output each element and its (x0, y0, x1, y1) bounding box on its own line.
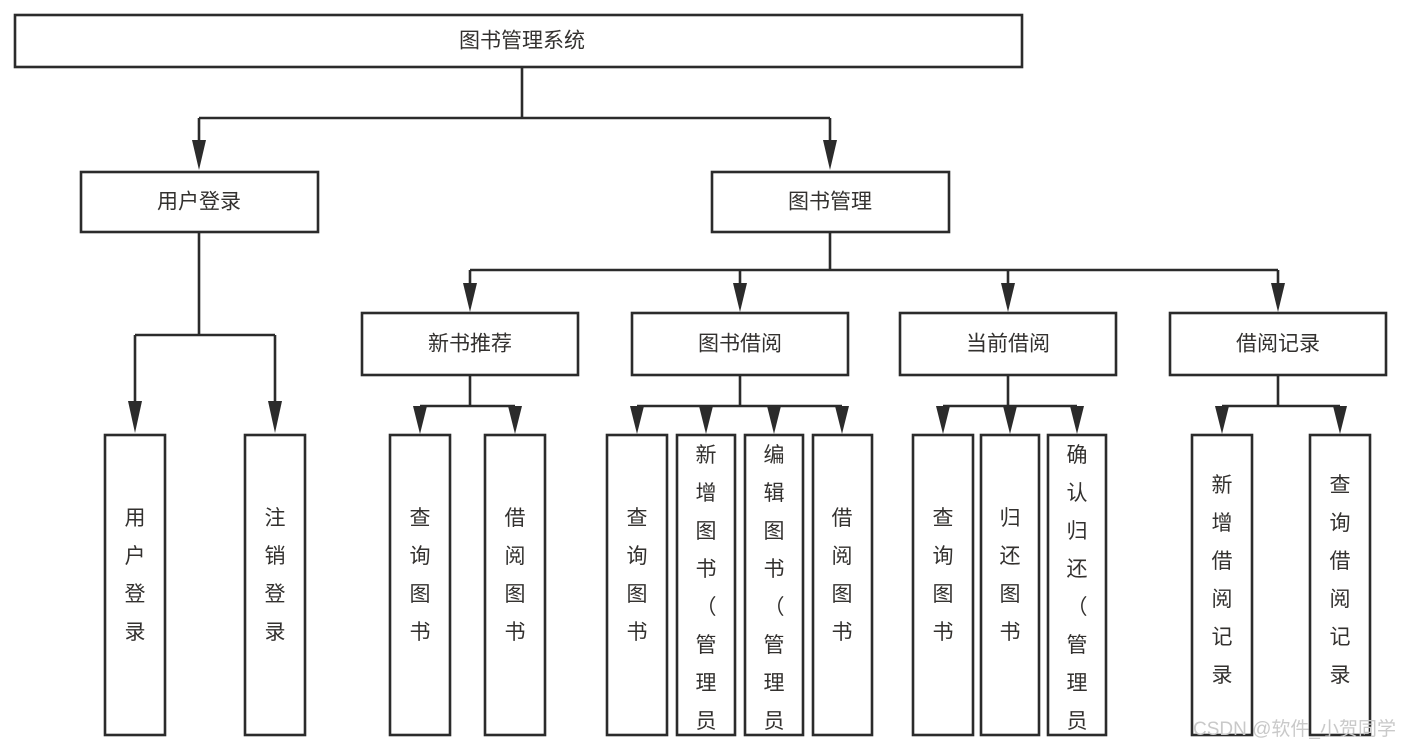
leaf-borrow-add-book[interactable]: 新增图书（管理员） (675, 433, 737, 747)
arrowhead-book-mgmt-to-new-book (463, 283, 477, 312)
leaf-user-login-signout[interactable]: 注销登录 (243, 433, 307, 737)
arrowhead-borrow-to-leaf-4 (835, 406, 849, 434)
leaf-current-return[interactable]: 归还图书 (979, 433, 1041, 737)
arrowhead-book-mgmt-to-borrow (733, 283, 747, 312)
leaf-borrow-add-book-label: 新增图书（管理员） (696, 444, 717, 747)
connector-layer (128, 68, 1347, 434)
node-root[interactable]: 图书管理系统 (13, 13, 1024, 69)
arrowhead-new-book-to-leaf-1 (413, 406, 427, 434)
node-book-borrow[interactable]: 图书借阅 (630, 311, 850, 377)
leaf-user-login-signin[interactable]: 用户登录 (103, 433, 167, 737)
leaf-new-book-query-box[interactable] (388, 433, 452, 737)
leaf-borrow-query-box[interactable] (605, 433, 669, 737)
arrowhead-borrow-to-leaf-3 (767, 406, 781, 434)
arrowhead-current-to-leaf-1 (936, 406, 950, 434)
arrowhead-user-login-to-leaf-1 (128, 401, 142, 433)
leaf-borrow-query[interactable]: 查询图书 (605, 433, 669, 737)
node-borrow-record-box[interactable] (1168, 311, 1388, 377)
node-new-book-recommend-label: 新书推荐 (428, 333, 512, 356)
leaf-user-login-signin-label: 用户登录 (125, 507, 146, 644)
leaf-record-add-label: 新增借阅记录 (1212, 474, 1233, 687)
leaf-current-query-box[interactable] (911, 433, 975, 737)
leaf-borrow-edit-book-label: 编辑图书（管理员） (764, 444, 785, 747)
node-root-label: 图书管理系统 (459, 30, 585, 53)
leaf-new-book-query[interactable]: 查询图书 (388, 433, 452, 737)
leaf-current-query[interactable]: 查询图书 (911, 433, 975, 737)
leaf-new-book-borrow-box[interactable] (483, 433, 547, 737)
node-book-management-label: 图书管理 (788, 191, 872, 214)
arrowhead-book-mgmt-to-current (1001, 283, 1015, 312)
node-current-borrow-label: 当前借阅 (966, 333, 1050, 356)
leaf-borrow-query-label: 查询图书 (627, 507, 648, 644)
node-book-management[interactable]: 图书管理 (710, 170, 951, 234)
node-book-management-box[interactable] (710, 170, 951, 234)
arrowhead-record-to-leaf-1 (1215, 406, 1229, 434)
node-user-login-box[interactable] (79, 170, 320, 234)
node-new-book-recommend[interactable]: 新书推荐 (360, 311, 580, 377)
leaf-record-add-box[interactable] (1190, 433, 1254, 737)
arrowhead-root-to-user-login (192, 140, 206, 170)
leaf-current-query-label: 查询图书 (933, 507, 954, 644)
arrowhead-borrow-to-leaf-1 (630, 406, 644, 434)
leaf-record-query[interactable]: 查询借阅记录 (1308, 433, 1372, 737)
leaf-borrow-edit-book[interactable]: 编辑图书（管理员） (743, 433, 805, 747)
leaf-record-query-box[interactable] (1308, 433, 1372, 737)
node-current-borrow-box[interactable] (898, 311, 1118, 377)
leaf-user-login-signin-box[interactable] (103, 433, 167, 737)
leaf-borrow-add-book-box[interactable] (675, 433, 737, 737)
leaf-new-book-query-label: 查询图书 (410, 507, 431, 644)
node-book-borrow-label: 图书借阅 (698, 333, 782, 356)
node-user-login-label: 用户登录 (157, 191, 241, 214)
leaf-new-book-borrow-label: 借阅图书 (505, 507, 526, 644)
arrowhead-current-to-leaf-3 (1070, 406, 1084, 434)
node-user-login[interactable]: 用户登录 (79, 170, 320, 234)
leaf-user-login-signout-label: 注销登录 (265, 507, 286, 644)
leaf-current-return-box[interactable] (979, 433, 1041, 737)
arrowhead-record-to-leaf-2 (1333, 406, 1347, 434)
node-new-book-recommend-box[interactable] (360, 311, 580, 377)
leaf-record-add[interactable]: 新增借阅记录 (1190, 433, 1254, 737)
node-borrow-record[interactable]: 借阅记录 (1168, 311, 1388, 377)
node-book-borrow-box[interactable] (630, 311, 850, 377)
leaf-current-return-label: 归还图书 (1000, 507, 1021, 644)
leaf-borrow-borrow-book-label: 借阅图书 (832, 507, 853, 644)
leaf-new-book-borrow[interactable]: 借阅图书 (483, 433, 547, 737)
node-root-box[interactable] (13, 13, 1024, 69)
arrowhead-root-to-book-mgmt (823, 140, 837, 170)
leaf-current-confirm-return[interactable]: 确认归还（管理员） (1046, 433, 1108, 747)
node-borrow-record-label: 借阅记录 (1236, 333, 1320, 356)
arrowhead-book-mgmt-to-record (1271, 283, 1285, 312)
leaf-borrow-borrow-book-box[interactable] (811, 433, 874, 737)
leaf-record-query-label: 查询借阅记录 (1330, 474, 1351, 687)
leaf-current-confirm-return-label: 确认归还（管理员） (1067, 444, 1088, 747)
leaf-borrow-borrow-book[interactable]: 借阅图书 (811, 433, 874, 737)
node-current-borrow[interactable]: 当前借阅 (898, 311, 1118, 377)
arrowhead-new-book-to-leaf-2 (508, 406, 522, 434)
leaf-current-confirm-return-box[interactable] (1046, 433, 1108, 737)
arrowhead-user-login-to-leaf-2 (268, 401, 282, 433)
arrowhead-current-to-leaf-2 (1003, 406, 1017, 434)
arrowhead-borrow-to-leaf-2 (699, 406, 713, 434)
leaf-borrow-edit-book-box[interactable] (743, 433, 805, 737)
csdn-watermark: CSDN @软件_小贺同学 (1193, 718, 1396, 740)
leaf-user-login-signout-box[interactable] (243, 433, 307, 737)
